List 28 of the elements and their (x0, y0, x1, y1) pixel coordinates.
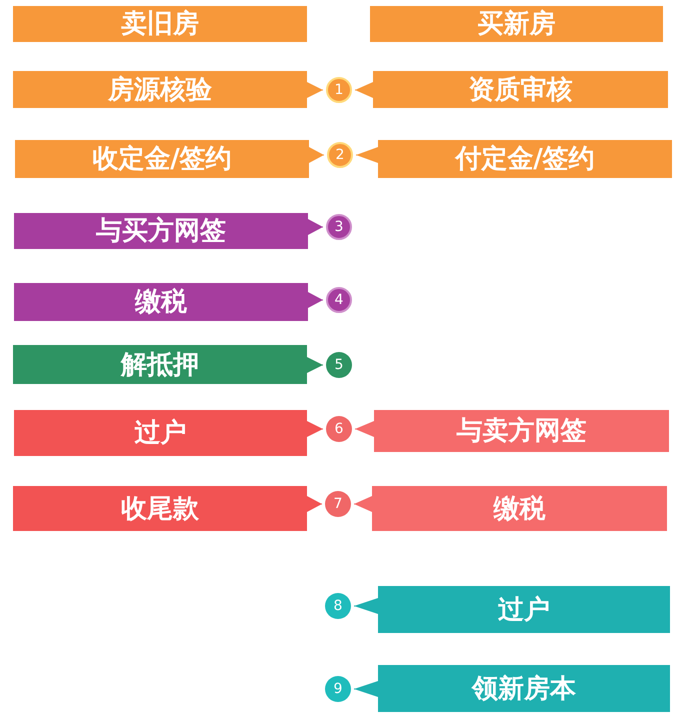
column-header-box: 买新房 (370, 6, 663, 42)
step-label-box: 与卖方网签 (374, 410, 669, 452)
pointer-arrow (356, 147, 378, 163)
step-label-box: 收定金/签约 (15, 140, 309, 178)
step-label-box: 付定金/签约 (378, 140, 672, 178)
pointer-arrow (306, 82, 324, 98)
step-label-box: 与买方网签 (14, 213, 308, 249)
pointer-arrow (308, 147, 324, 163)
pointer-arrow (354, 82, 374, 98)
step-label-box: 收尾款 (13, 486, 307, 531)
step-label-box: 缴税 (372, 486, 667, 531)
step-label-box: 解抵押 (13, 345, 307, 384)
pointer-arrow (308, 292, 324, 308)
step-label-box: 房源核验 (13, 71, 307, 108)
step-label-box: 过户 (14, 410, 307, 456)
step-label-box: 领新房本 (378, 665, 670, 712)
pointer-arrow (354, 681, 378, 697)
step-label-box: 缴税 (14, 283, 308, 321)
step-label-box: 过户 (378, 586, 670, 633)
pointer-arrow (354, 598, 378, 614)
step-label-box: 资质审核 (373, 71, 668, 108)
pointer-arrow (306, 421, 324, 437)
pointer-arrow (306, 357, 324, 373)
pointer-arrow (306, 496, 322, 512)
pointer-arrow (354, 421, 374, 437)
pointer-arrow (354, 496, 372, 512)
pointer-arrow (308, 219, 324, 235)
column-header-box: 卖旧房 (13, 6, 307, 42)
